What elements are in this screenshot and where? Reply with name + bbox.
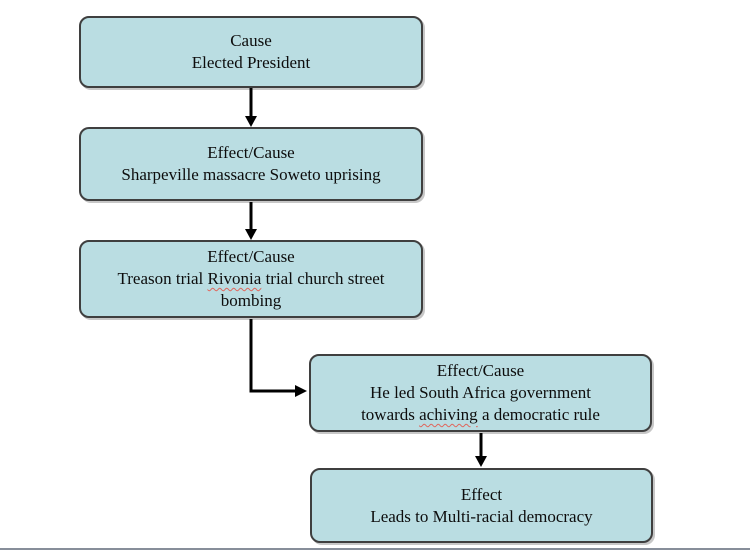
node-text: bombing (220, 291, 282, 310)
arrowhead-down-icon (245, 116, 257, 127)
node-text: Treason trial Rivonia trial church stree… (117, 268, 384, 290)
node-text-segment: Treason trial (117, 269, 208, 288)
arrowhead-right-icon (295, 385, 307, 397)
node-label: Effect (460, 484, 503, 504)
node-text: Leads to Multi-racial democracy (370, 506, 593, 526)
misspelled-word: Rivonia (207, 269, 262, 288)
node-label: Effect/Cause (207, 247, 295, 266)
arrowhead-down-icon (245, 229, 257, 240)
arrow-elbow-line (249, 319, 296, 393)
flow-node-effect: Effect Leads to Multi-racial democracy (310, 468, 653, 543)
flow-node-treason-trial: Effect/Cause Treason trial Rivonia trial… (79, 240, 423, 318)
node-label: Effect/Cause (436, 361, 525, 380)
node-text-segment: trial church street (261, 269, 385, 288)
slide-bottom-border (0, 548, 750, 550)
node-text: Sharpeville massacre Soweto uprising (121, 165, 381, 184)
flow-node-led-government: Effect/Cause He led South Africa governm… (309, 354, 652, 432)
node-text: towards achiving a democratic rule (361, 404, 600, 426)
flow-node-cause: Cause Elected President (79, 16, 423, 88)
node-label: Cause (230, 31, 272, 50)
node-label: Effect/Cause (207, 143, 295, 162)
flow-node-sharpeville: Effect/Cause Sharpeville massacre Soweto… (79, 127, 423, 201)
node-text: He led South Africa government (370, 383, 591, 402)
arrowhead-down-icon (475, 456, 487, 467)
misspelled-word: achiving (419, 405, 478, 424)
node-text: Elected President (191, 53, 311, 72)
node-text-segment: towards (361, 405, 420, 424)
node-text-segment: a democratic rule (477, 405, 600, 424)
